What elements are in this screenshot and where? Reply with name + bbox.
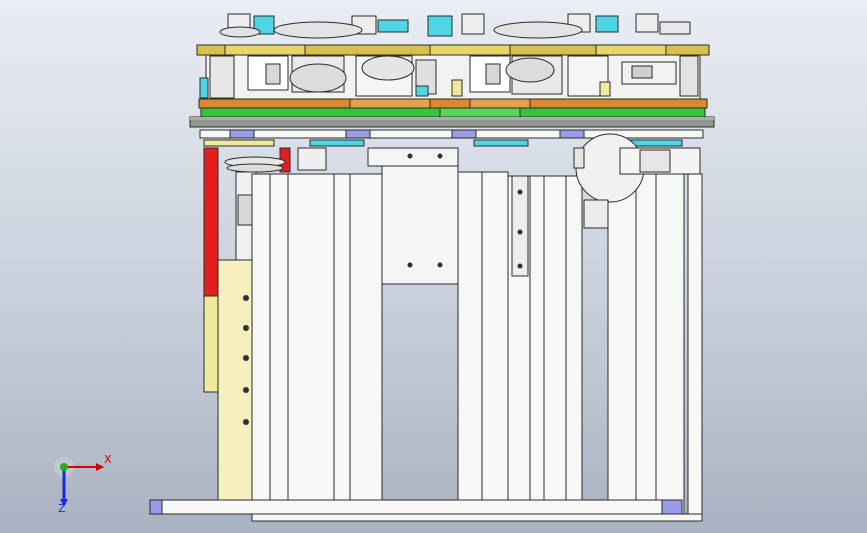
x-axis-label: X [104,453,112,466]
top-fixture-assembly [189,13,715,128]
upper-crossbar [199,129,704,147]
z-axis-label: Z [58,502,66,515]
center-mounting-plate [367,147,529,285]
axis-triad-icon [54,457,104,507]
vertical-frame-members [251,171,703,521]
bottom-base-bar [149,499,703,522]
left-linear-actuator [203,147,327,501]
right-cam-unit [573,133,701,229]
axis-triad: X Z [48,453,118,515]
